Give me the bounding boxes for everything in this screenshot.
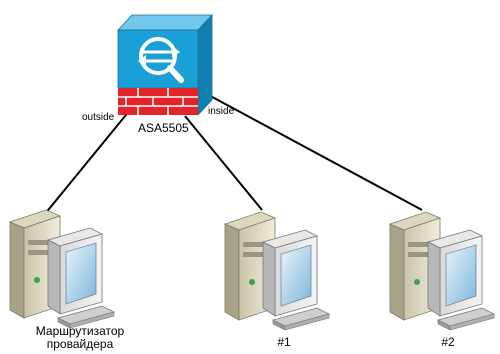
link-host-1: [184, 115, 263, 211]
computer-icon: [9, 209, 115, 329]
firewall-name-label: ASA5505: [138, 121, 189, 135]
firewall-icon: [117, 13, 213, 117]
computer-icon: [389, 211, 495, 331]
link-outside: [39, 109, 131, 221]
link-host-2: [202, 91, 423, 211]
outside-port-label: outside: [82, 112, 115, 123]
host-1-label: #1: [277, 335, 291, 349]
inside-port-label: inside: [208, 106, 235, 117]
host-router-label: Маршрутизатор провайдера: [20, 325, 140, 351]
host-router-label-line2: провайдера: [46, 337, 114, 351]
computer-icon: [224, 211, 330, 331]
host-2-label: #2: [441, 335, 455, 349]
host-router-label-line1: Маршрутизатор: [35, 324, 125, 338]
